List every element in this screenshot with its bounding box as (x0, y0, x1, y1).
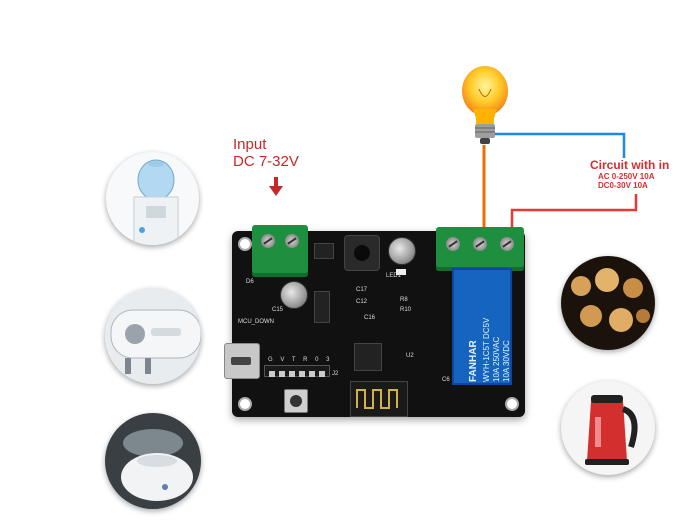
mount-hole (238, 397, 252, 411)
push-button[interactable] (284, 389, 308, 413)
inductor (344, 235, 380, 271)
input-label: Input DC 7-32V (233, 136, 313, 170)
relay: FANHAR WYH-1C5T DC5V 10A 250VAC 10A 30VD… (452, 268, 512, 385)
screw-icon (285, 234, 299, 248)
header-pins (264, 365, 330, 377)
silk-u2: U2 (406, 353, 414, 359)
screw-icon (473, 237, 487, 251)
relay-rating-2: 10A 30VDC (502, 340, 511, 382)
capacitor (388, 237, 416, 265)
water-dispenser-icon (106, 152, 199, 245)
circuit-title: Circuit with in (590, 158, 670, 172)
silk-c12: C12 (356, 299, 368, 305)
humidifier-icon (105, 413, 201, 509)
circuit-label: Circuit with in AC 0-250V 10A DC0-30V 10… (590, 158, 669, 190)
pendant-lamps-icon (561, 256, 655, 350)
relay-rating-1: 10A 250VAC (492, 336, 501, 382)
circuit-spec-ac: AC 0-250V 10A (598, 172, 655, 181)
red-wire (510, 194, 638, 232)
relay-model: WYH-1C5T DC5V (482, 317, 491, 382)
silk-mcu: MCU_DOWN (238, 319, 274, 325)
silk-r8: R8 (400, 297, 408, 303)
screw-icon (261, 234, 275, 248)
input-label-line1: Input (233, 136, 267, 153)
silk-c17: C17 (356, 287, 368, 293)
silk-d6: D6 (246, 279, 254, 285)
input-terminal (252, 225, 308, 277)
capacitor (280, 281, 308, 309)
silk-c16: C16 (364, 315, 376, 321)
silk-c15: C15 (272, 307, 284, 313)
silk-pins: G V T R 0 3 (268, 357, 333, 363)
screw-icon (446, 237, 460, 251)
silk-r10: R10 (400, 307, 412, 313)
relay-module-board: FANHAR WYH-1C5T DC5V 10A 250VAC 10A 30VD… (224, 225, 525, 417)
light-bulb-icon (462, 66, 508, 144)
silk-j2: J2 (332, 371, 339, 377)
screw-icon (500, 237, 514, 251)
circuit-spec-dc: DC0-30V 10A (598, 181, 648, 190)
mount-hole (505, 397, 519, 411)
silk-c6: C6 (442, 377, 450, 383)
regulator-chip (314, 243, 334, 259)
relay-brand: FANHAR (468, 340, 479, 382)
mcu-chip (354, 343, 382, 371)
silk-led: LED1 (386, 273, 402, 279)
water-heater-icon (105, 288, 201, 384)
input-label-line2: DC 7-32V (233, 153, 299, 170)
electric-kettle-icon (561, 381, 655, 475)
wifi-antenna (350, 381, 408, 417)
down-arrow-icon (269, 177, 283, 196)
driver-chip (314, 291, 330, 323)
output-terminal (436, 227, 524, 271)
led (396, 269, 406, 275)
mount-hole (238, 237, 252, 251)
blue-wire (490, 132, 626, 158)
usb-port[interactable] (224, 343, 260, 379)
